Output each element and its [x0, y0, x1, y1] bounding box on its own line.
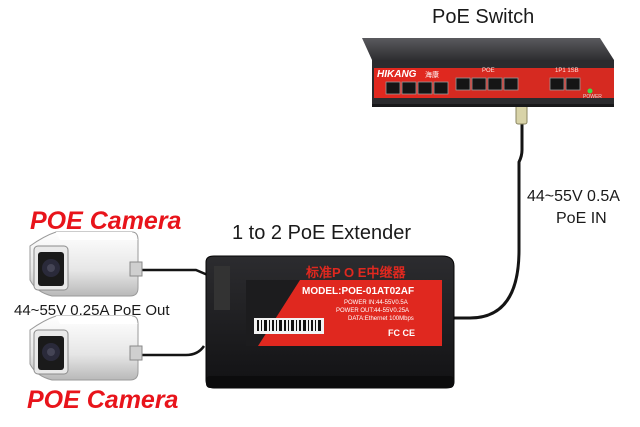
switch-ports — [385, 77, 581, 95]
extender-title: 1 to 2 PoE Extender — [232, 222, 412, 244]
switch-brand-logo: HIKANG — [377, 69, 417, 80]
extender-cert-marks: FC CE — [388, 328, 415, 338]
extender-side-label — [214, 266, 230, 310]
camera-output-spec: 44~55V 0.25A PoE Out — [14, 302, 170, 319]
power-led-icon — [587, 88, 593, 94]
extender-power-in: POWER IN:44-55V0.5A — [344, 300, 408, 306]
poe-extender — [205, 255, 455, 389]
uplink-spec-line1: 44~55V 0.5A — [527, 188, 620, 205]
switch-title: PoE Switch — [432, 6, 535, 28]
extender-chinese-label: 标准P O E中继器 — [306, 265, 406, 280]
camera-top — [29, 231, 143, 297]
switch-brand-sub: 海康 — [425, 72, 439, 79]
extender-power-out: POWER OUT:44-55V0.25A — [336, 308, 410, 314]
extender-data-spec: DATA:Ethernet 100Mbps — [348, 316, 414, 322]
camera-top-title: POE Camera — [30, 207, 182, 235]
camera-cable-top — [138, 268, 211, 278]
camera-bottom-title: POE Camera — [27, 386, 179, 414]
switch-poe-group-label: POE — [482, 68, 495, 74]
camera-cable-bottom — [138, 345, 206, 357]
barcode-icon — [254, 318, 324, 334]
extender-model: MODEL:POE-01AT02AF — [302, 286, 415, 297]
uplink-spec-line2: PoE IN — [556, 210, 607, 227]
switch-uplink-label: 1P1 1SB — [555, 68, 579, 74]
camera-bottom — [29, 315, 143, 381]
poe-switch — [362, 38, 614, 107]
switch-power-label: POWER — [583, 94, 602, 100]
uplink-cable — [452, 91, 528, 320]
